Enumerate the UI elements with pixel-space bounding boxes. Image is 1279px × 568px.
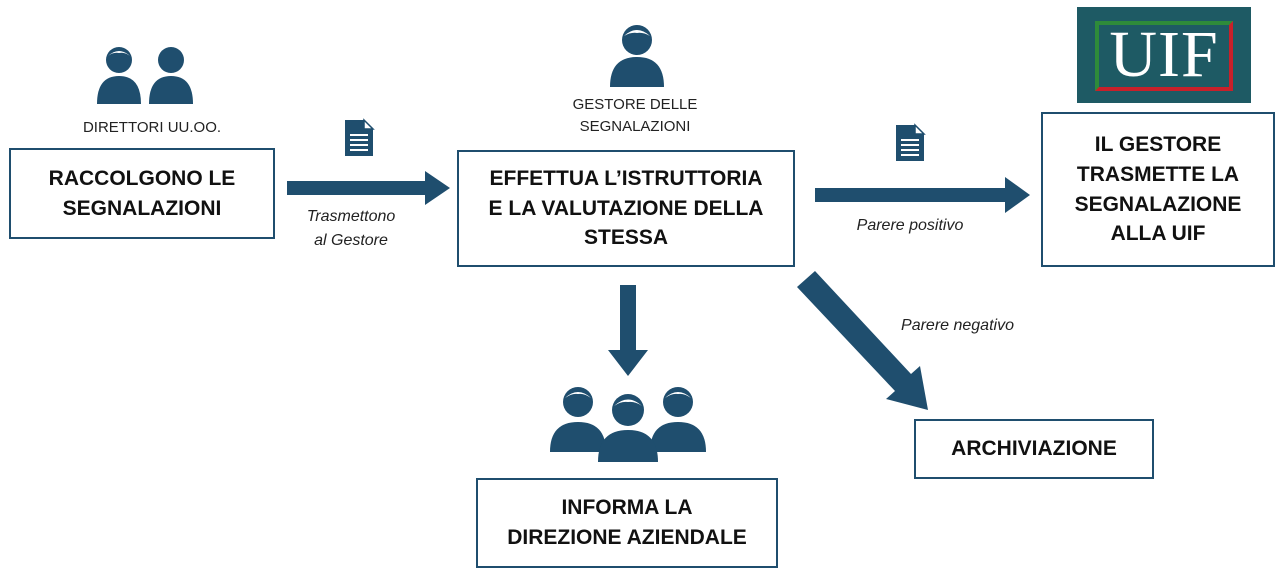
arrow-parere-negativo: [797, 271, 928, 410]
direttori-caption: DIRETTORI UU.OO.: [82, 119, 222, 136]
single-user-icon: [610, 25, 664, 87]
raccolgono-box: RACCOLGONO LE SEGNALAZIONI: [9, 148, 275, 239]
istruttoria-box: EFFETTUA L’ISTRUTTORIA E LA VALUTAZIONE …: [457, 150, 795, 267]
edge-label-trasmettono: Trasmettono al Gestore: [306, 208, 396, 249]
uif-logo-text: UIF: [1109, 18, 1219, 91]
arrow-to-direzione: [608, 285, 648, 376]
uif-logo-frame: [1095, 21, 1233, 91]
arrow-parere-positivo: [815, 177, 1030, 213]
edge-label-parere-positivo: Parere positivo: [856, 217, 964, 234]
archiviazione-box: ARCHIVIAZIONE: [914, 419, 1154, 479]
two-users-icon: [97, 47, 193, 104]
document-icon: [345, 118, 375, 156]
informa-box: INFORMA LA DIREZIONE AZIENDALE: [476, 478, 778, 568]
group-users-icon: [550, 387, 706, 462]
document-icon: [896, 123, 926, 161]
arrow-to-gestore: [287, 171, 450, 205]
flow-arrows: [287, 171, 1030, 410]
trasmette-uif-box: IL GESTORE TRASMETTE LA SEGNALAZIONE ALL…: [1041, 112, 1275, 267]
gestore-caption: GESTORE DELLE SEGNALAZIONI: [572, 96, 698, 135]
uif-logo: UIF: [1077, 7, 1251, 103]
edge-label-parere-negativo: Parere negativo: [901, 317, 1014, 334]
